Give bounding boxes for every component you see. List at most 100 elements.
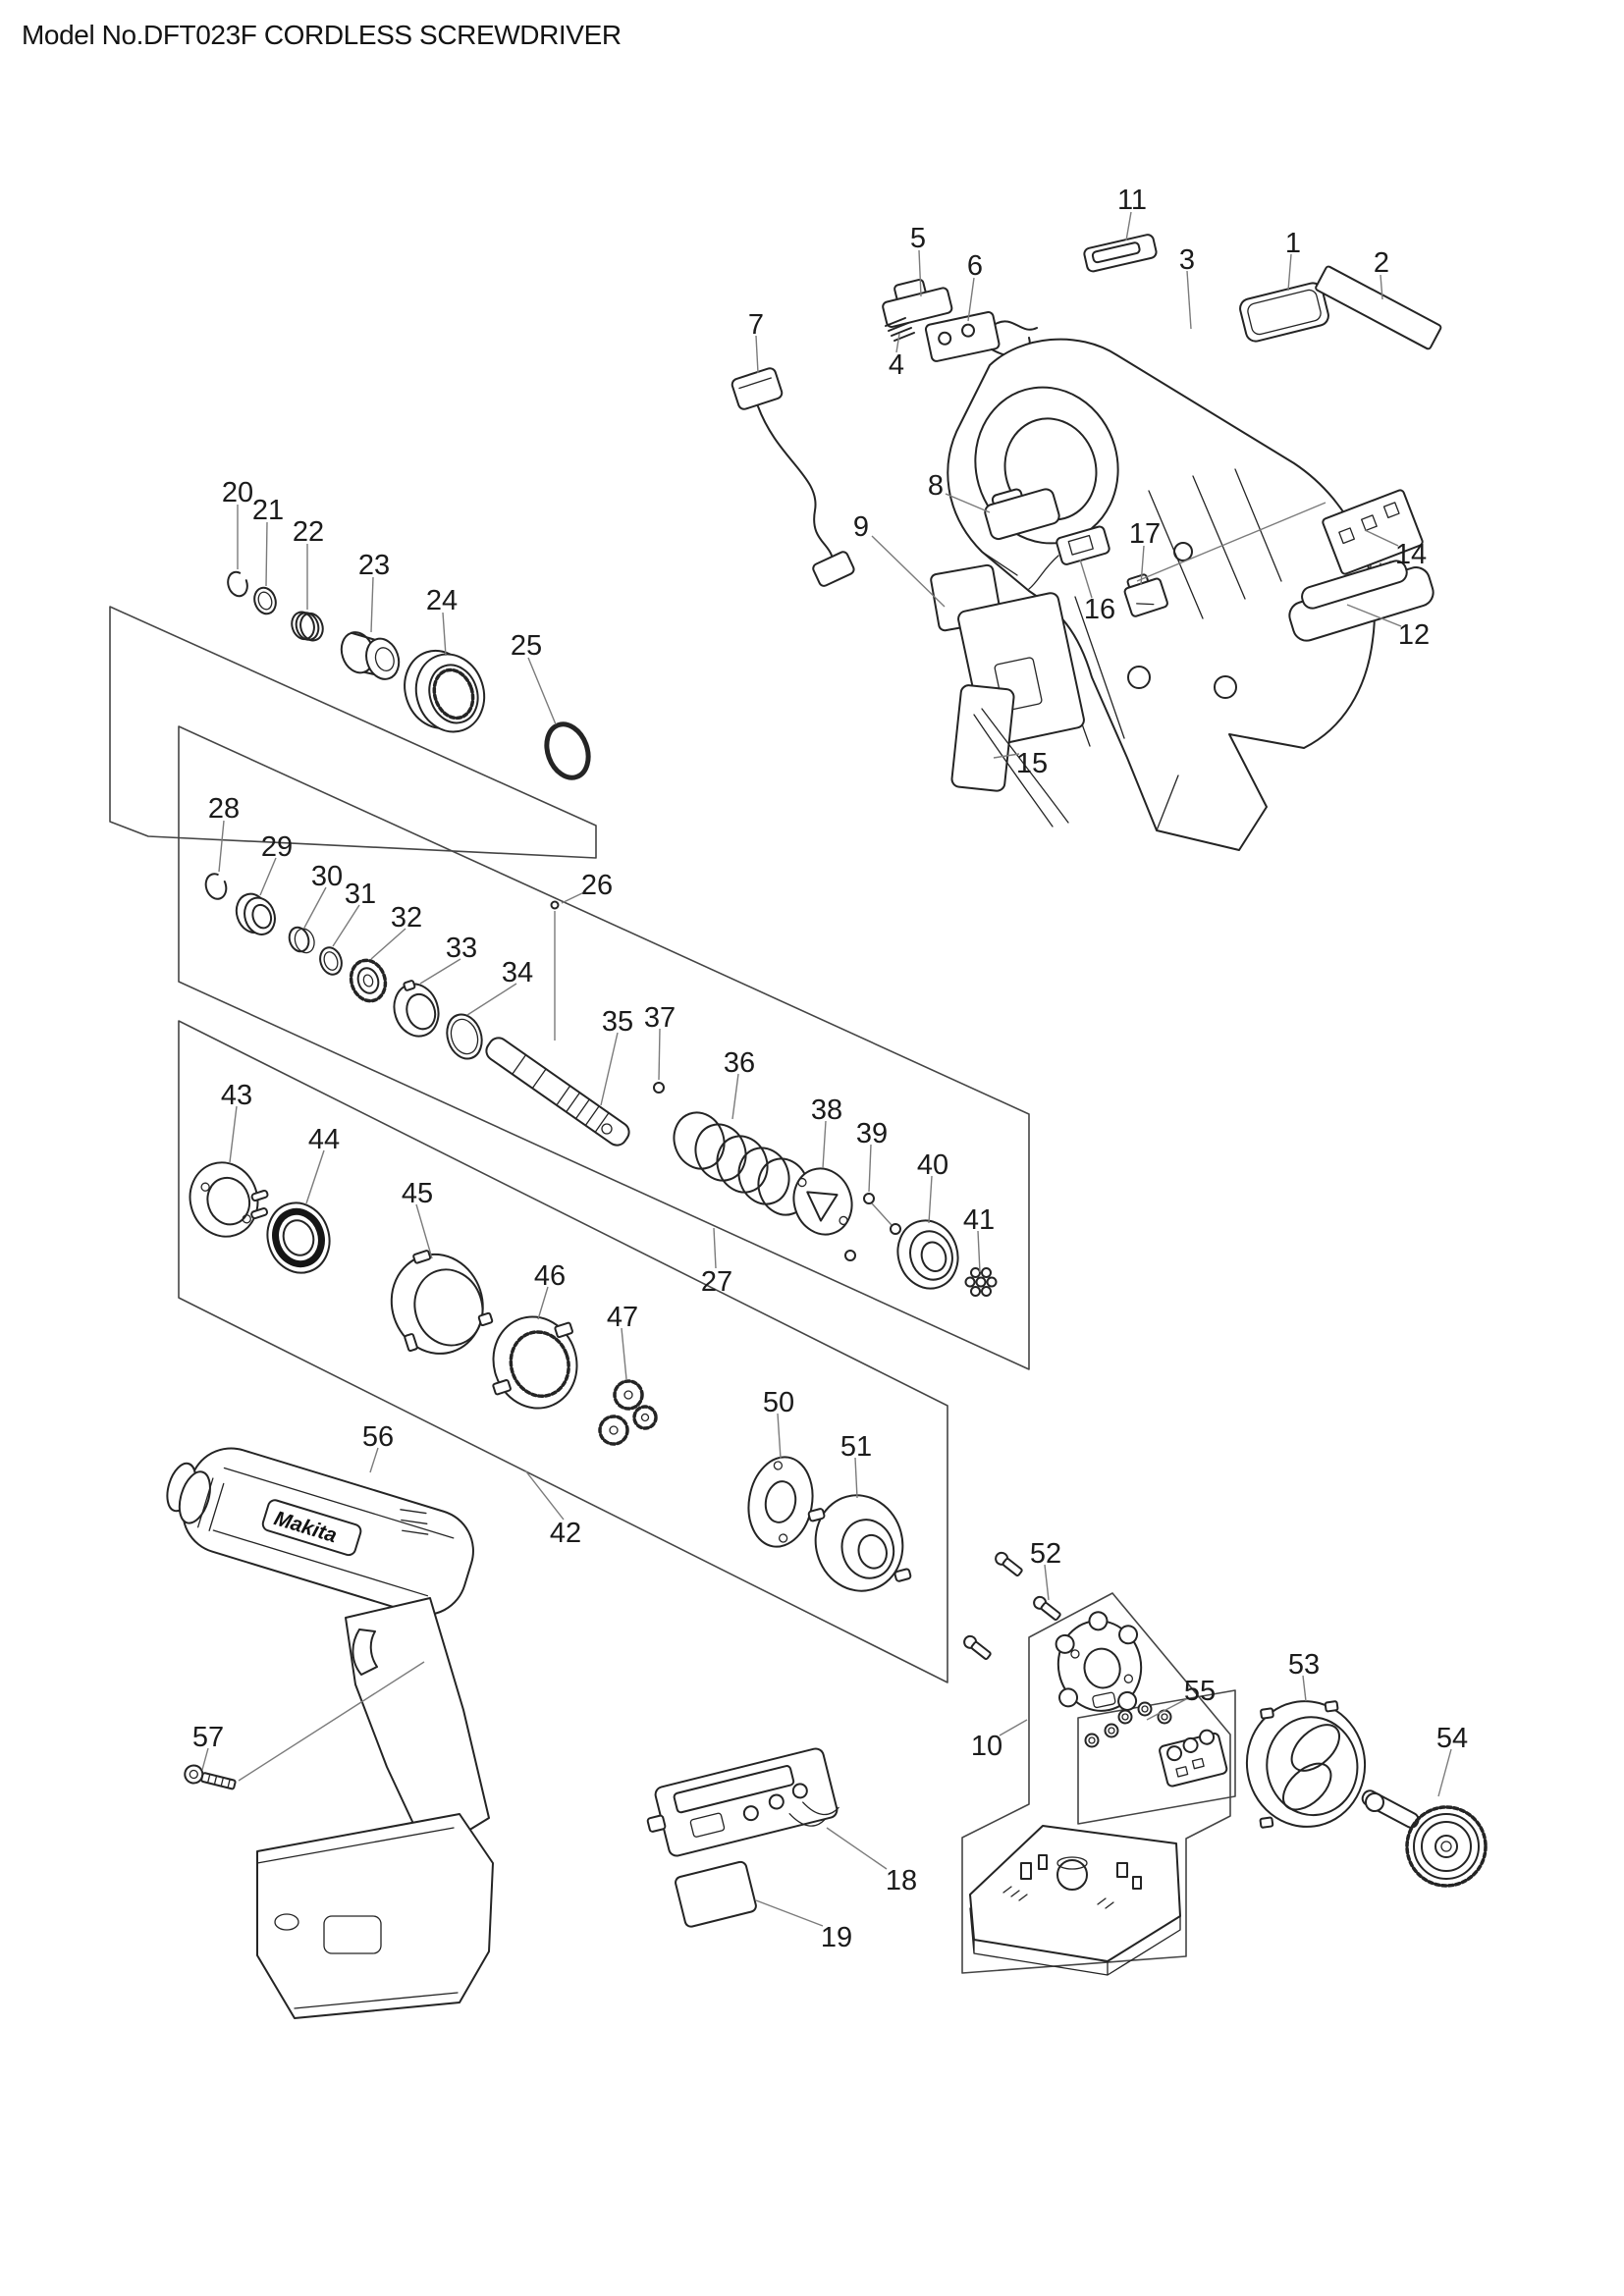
- part-label-39: 39: [856, 1118, 888, 1149]
- part-37-drawing: [653, 1082, 665, 1094]
- leader-line-part-10: [999, 1719, 1028, 1736]
- part-label-4: 4: [889, 349, 904, 381]
- part-label-28: 28: [208, 793, 240, 825]
- leader-line-part-40: [928, 1175, 933, 1224]
- leader-line-part-28: [218, 820, 225, 873]
- leader-line-part-24: [442, 612, 447, 657]
- part-47-drawing: [598, 1379, 658, 1446]
- part-label-56: 56: [362, 1421, 394, 1453]
- part-5-drawing: [882, 278, 953, 328]
- leader-line-part-8: [945, 493, 991, 513]
- part-35-drawing: [485, 1037, 630, 1147]
- part-12-drawing: [1288, 560, 1435, 642]
- part-38-drawing: [792, 1167, 853, 1236]
- leader-line-part-27: [713, 1227, 717, 1269]
- part-label-34: 34: [502, 957, 533, 988]
- part-18-drawing: [646, 1747, 839, 1857]
- part-label-25: 25: [511, 630, 542, 662]
- part-31-drawing: [319, 946, 343, 976]
- part-label-52: 52: [1030, 1538, 1061, 1570]
- part-label-35: 35: [602, 1006, 633, 1038]
- part-36-drawing: [673, 1111, 810, 1216]
- leader-line-part-53: [1302, 1675, 1307, 1702]
- part-label-38: 38: [811, 1095, 842, 1126]
- leader-line-part-1: [1287, 253, 1292, 292]
- leader-line-part-2: [1380, 274, 1383, 300]
- part-22-drawing: [291, 611, 324, 642]
- part-label-37: 37: [644, 1002, 676, 1034]
- assembly-box-chuck: [109, 606, 597, 859]
- terminal-block-drawing: [1159, 1729, 1228, 1788]
- part-label-36: 36: [724, 1047, 755, 1079]
- leader-line-part-41: [977, 1230, 981, 1273]
- part-1-drawing: [1239, 282, 1329, 343]
- part-10-mount-plate-drawing: [1055, 1611, 1143, 1712]
- leader-line-part-17: [1140, 545, 1145, 586]
- part-label-22: 22: [293, 516, 324, 548]
- part-label-9: 9: [853, 511, 869, 543]
- part-51-drawing: [807, 1494, 912, 1592]
- part-label-21: 21: [252, 495, 284, 526]
- leader-line-part-56: [369, 1447, 379, 1473]
- part-6-drawing: [924, 311, 1038, 362]
- part-14-drawing: [1322, 489, 1424, 617]
- leader-line-part-30: [303, 886, 327, 929]
- part-10-controller-drawing: [969, 1825, 1181, 1976]
- part-label-3: 3: [1179, 244, 1195, 276]
- part-label-10: 10: [971, 1731, 1002, 1762]
- leader-line-part-46: [537, 1286, 549, 1320]
- leader-line-part-45: [415, 1203, 433, 1259]
- part-11-drawing: [1083, 234, 1158, 273]
- part-label-20: 20: [222, 477, 253, 508]
- part-2-drawing: [1315, 265, 1442, 350]
- part-20-drawing: [227, 570, 248, 598]
- part-34-drawing: [446, 1013, 483, 1060]
- leader-line-part-39: [868, 1144, 872, 1193]
- part-labels: 1234567891011121415161718192021222324252…: [192, 185, 1468, 1953]
- part-label-27: 27: [701, 1266, 732, 1298]
- part-45-drawing: [390, 1250, 494, 1355]
- leader-line-part-23: [370, 576, 374, 633]
- leader-line-part-44: [305, 1149, 325, 1204]
- part-52-screws-drawing: [963, 1551, 1061, 1660]
- aux-line-2: [1136, 502, 1326, 582]
- part-54-rotor-drawing: [1361, 1789, 1488, 1888]
- leader-line-part-36: [731, 1073, 739, 1120]
- part-26-drawing: [550, 900, 560, 910]
- part-label-11: 11: [1117, 185, 1147, 216]
- part-label-31: 31: [345, 879, 376, 910]
- part-label-50: 50: [763, 1387, 794, 1418]
- part-label-55: 55: [1184, 1676, 1216, 1707]
- leader-line-part-9: [871, 535, 946, 608]
- part-4-drawing: [885, 317, 915, 342]
- part-46-drawing: [492, 1315, 578, 1410]
- leader-line-part-52: [1044, 1564, 1050, 1601]
- leader-line-part-3: [1186, 270, 1192, 330]
- part-label-26: 26: [581, 870, 613, 901]
- part-7-drawing: [731, 367, 855, 587]
- part-label-17: 17: [1129, 518, 1161, 550]
- part-label-44: 44: [308, 1124, 340, 1155]
- leader-line-part-47: [621, 1327, 627, 1380]
- part-label-1: 1: [1285, 228, 1301, 259]
- part-50-drawing: [747, 1456, 814, 1548]
- part-label-53: 53: [1288, 1649, 1320, 1681]
- part-53-stator-drawing: [1245, 1700, 1367, 1829]
- leader-line-part-18: [826, 1827, 888, 1870]
- leader-line-part-14: [1364, 529, 1399, 547]
- part-label-23: 23: [358, 550, 390, 581]
- part-label-6: 6: [967, 250, 983, 282]
- part-30-drawing: [288, 926, 315, 954]
- leader-line-part-16: [1079, 559, 1093, 599]
- part-label-33: 33: [446, 933, 477, 964]
- leader-line-part-21: [265, 521, 268, 587]
- part-25-drawing: [544, 721, 591, 780]
- part-label-45: 45: [402, 1178, 433, 1209]
- part-32-drawing: [349, 958, 388, 1003]
- part-28-drawing: [204, 873, 228, 900]
- part-15-drawing: [950, 684, 1069, 828]
- leader-line-part-55: [1146, 1697, 1189, 1721]
- part-label-14: 14: [1395, 539, 1427, 570]
- part-label-46: 46: [534, 1260, 566, 1292]
- leader-line-part-35: [600, 1032, 619, 1106]
